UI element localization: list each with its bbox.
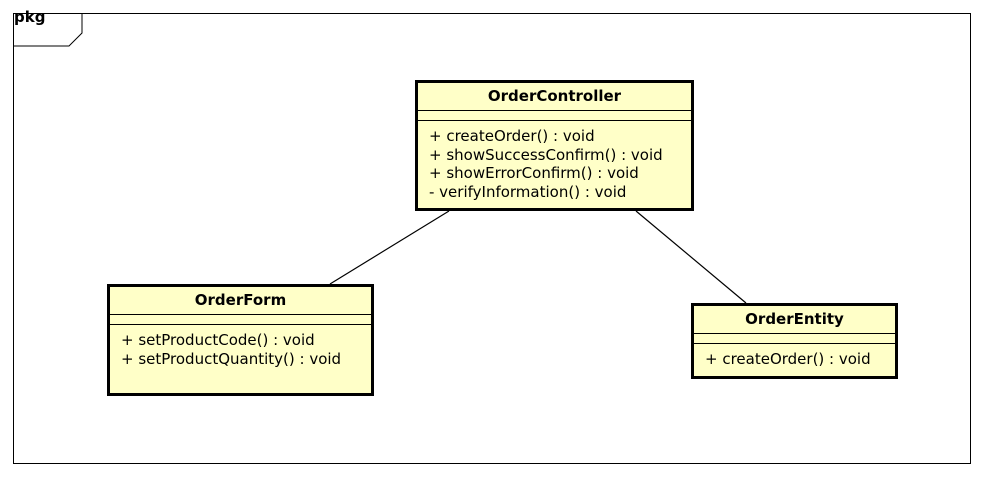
class-order-form[interactable]: OrderForm + setProductCode() : void + se… <box>107 284 374 396</box>
operations-compartment: + setProductCode() : void + setProductQu… <box>110 325 371 368</box>
attributes-compartment <box>418 111 691 121</box>
attributes-compartment <box>110 315 371 325</box>
operation: + createOrder() : void <box>429 127 595 145</box>
association-controller-form <box>329 210 450 285</box>
operations-compartment: + createOrder() : void + showSuccessConf… <box>418 121 691 201</box>
operation: + setProductCode() : void <box>121 331 315 349</box>
attributes-compartment <box>694 334 895 344</box>
class-order-controller[interactable]: OrderController + createOrder() : void +… <box>415 80 694 211</box>
operation: + createOrder() : void <box>705 350 871 368</box>
package-frame <box>13 13 971 464</box>
operation: + setProductQuantity() : void <box>121 349 342 368</box>
operations-compartment: + createOrder() : void <box>694 344 895 369</box>
package-tab <box>14 14 83 47</box>
operation: - verifyInformation() : void <box>429 182 627 201</box>
class-name: OrderController <box>418 83 691 111</box>
association-controller-entity <box>635 210 747 304</box>
package-label: pkg <box>14 8 46 26</box>
operation: + showSuccessConfirm() : void <box>429 145 663 164</box>
class-order-entity[interactable]: OrderEntity + createOrder() : void <box>691 303 898 379</box>
class-name: OrderEntity <box>694 306 895 334</box>
operation: + showErrorConfirm() : void <box>429 164 639 182</box>
class-name: OrderForm <box>110 287 371 315</box>
